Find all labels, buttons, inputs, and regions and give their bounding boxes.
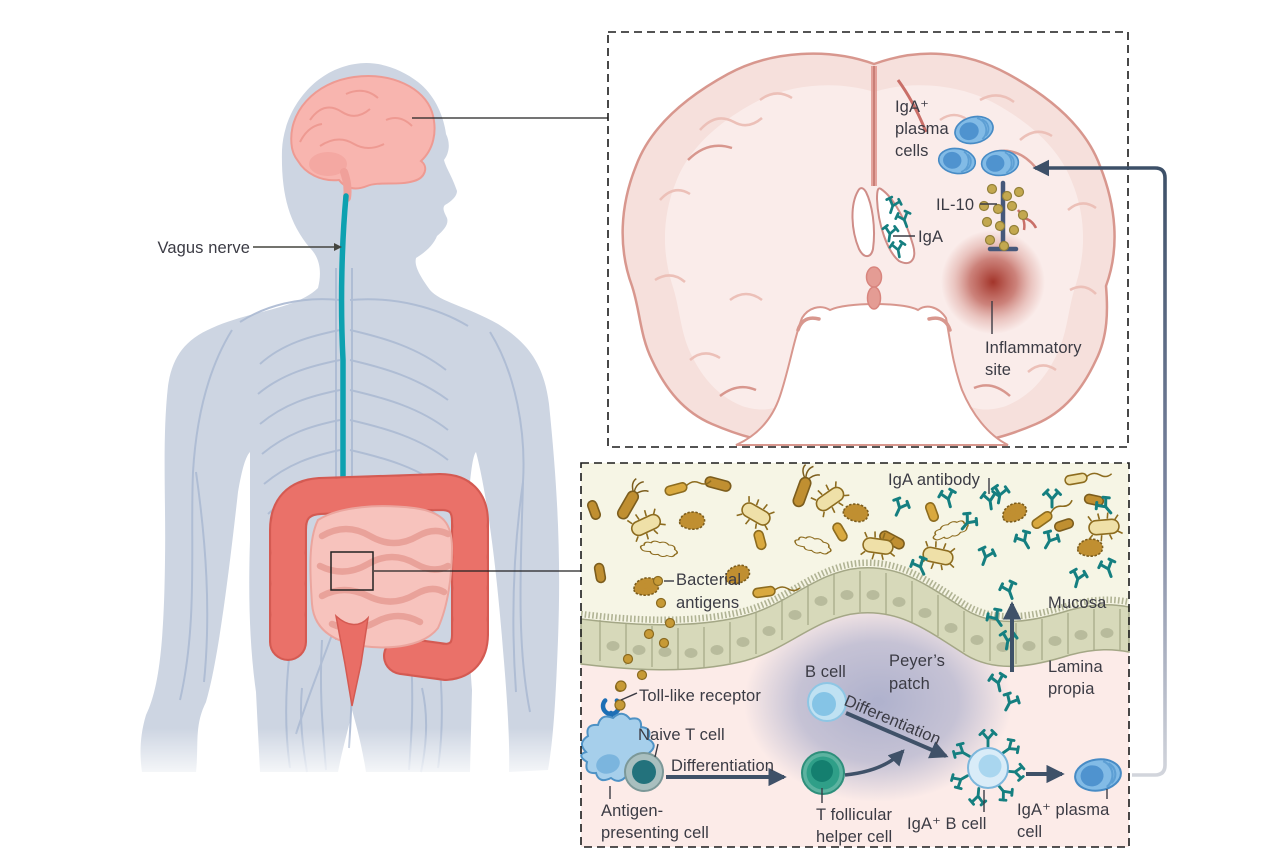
gut-to-brain-connector-arrow [1032, 159, 1167, 777]
gut-panel-border [580, 462, 1130, 848]
iga-b-cell-label: IgA⁺ B cell [907, 815, 987, 833]
iga-label: IgA [918, 228, 944, 246]
antigen-presenting-cell-label: Antigen- presenting cell [601, 802, 709, 842]
naive-t-cell [624, 752, 664, 792]
intestine-illustration [269, 473, 489, 707]
vagus-nerve-line [338, 193, 349, 533]
toll-like-receptor-label: Toll-like receptor [639, 687, 761, 705]
b-cell [807, 682, 847, 722]
naive-t-cell-label: Naive T cell [638, 726, 725, 744]
gut-lumen [581, 463, 1129, 625]
vagus-nerve-pointer [253, 243, 342, 251]
lamina-propria-label: Lamina propia [1048, 658, 1103, 698]
tfh-help-arrow [844, 749, 905, 777]
peyers-patch-label: Peyer’s patch [889, 652, 946, 693]
mucosa-label: Mucosa [1048, 594, 1107, 612]
human-body-illustration [120, 62, 608, 784]
b-cell-differentiation-arrow [845, 711, 949, 759]
small-intestine [309, 505, 454, 649]
iga-b-cell [947, 728, 1026, 807]
brain-plasma-cells-label: IgA⁺ plasma cells [895, 98, 949, 160]
bacterial-antigens-label: Bacterial antigens [676, 571, 742, 612]
t-follicular-helper-cell-label: T follicular helper cell [816, 806, 893, 846]
intestine-zoom-square [330, 551, 374, 591]
mucosa-epithelium [580, 559, 1130, 671]
il10-label: IL-10 [936, 196, 975, 214]
b-cell-label: B cell [805, 663, 846, 681]
iga-antibody-label: IgA antibody [888, 471, 981, 489]
t-follicular-helper-cell [801, 751, 845, 795]
inflammatory-site [941, 230, 1045, 334]
differentiation-label: Differentiation [671, 757, 775, 775]
brain-coronal-section [621, 52, 1116, 446]
vagus-nerve-label: Vagus nerve [157, 239, 250, 257]
rectum [334, 613, 370, 707]
inflammatory-site-label: Inflammatory site [985, 339, 1082, 379]
gut-panel [580, 462, 1130, 847]
brain-panel [608, 32, 1128, 447]
gut-iga-plasma-cell-label: IgA⁺ plasma cell [1017, 801, 1110, 841]
gut-pointer-lines [609, 478, 1108, 812]
brain-panel-border [607, 31, 1129, 448]
